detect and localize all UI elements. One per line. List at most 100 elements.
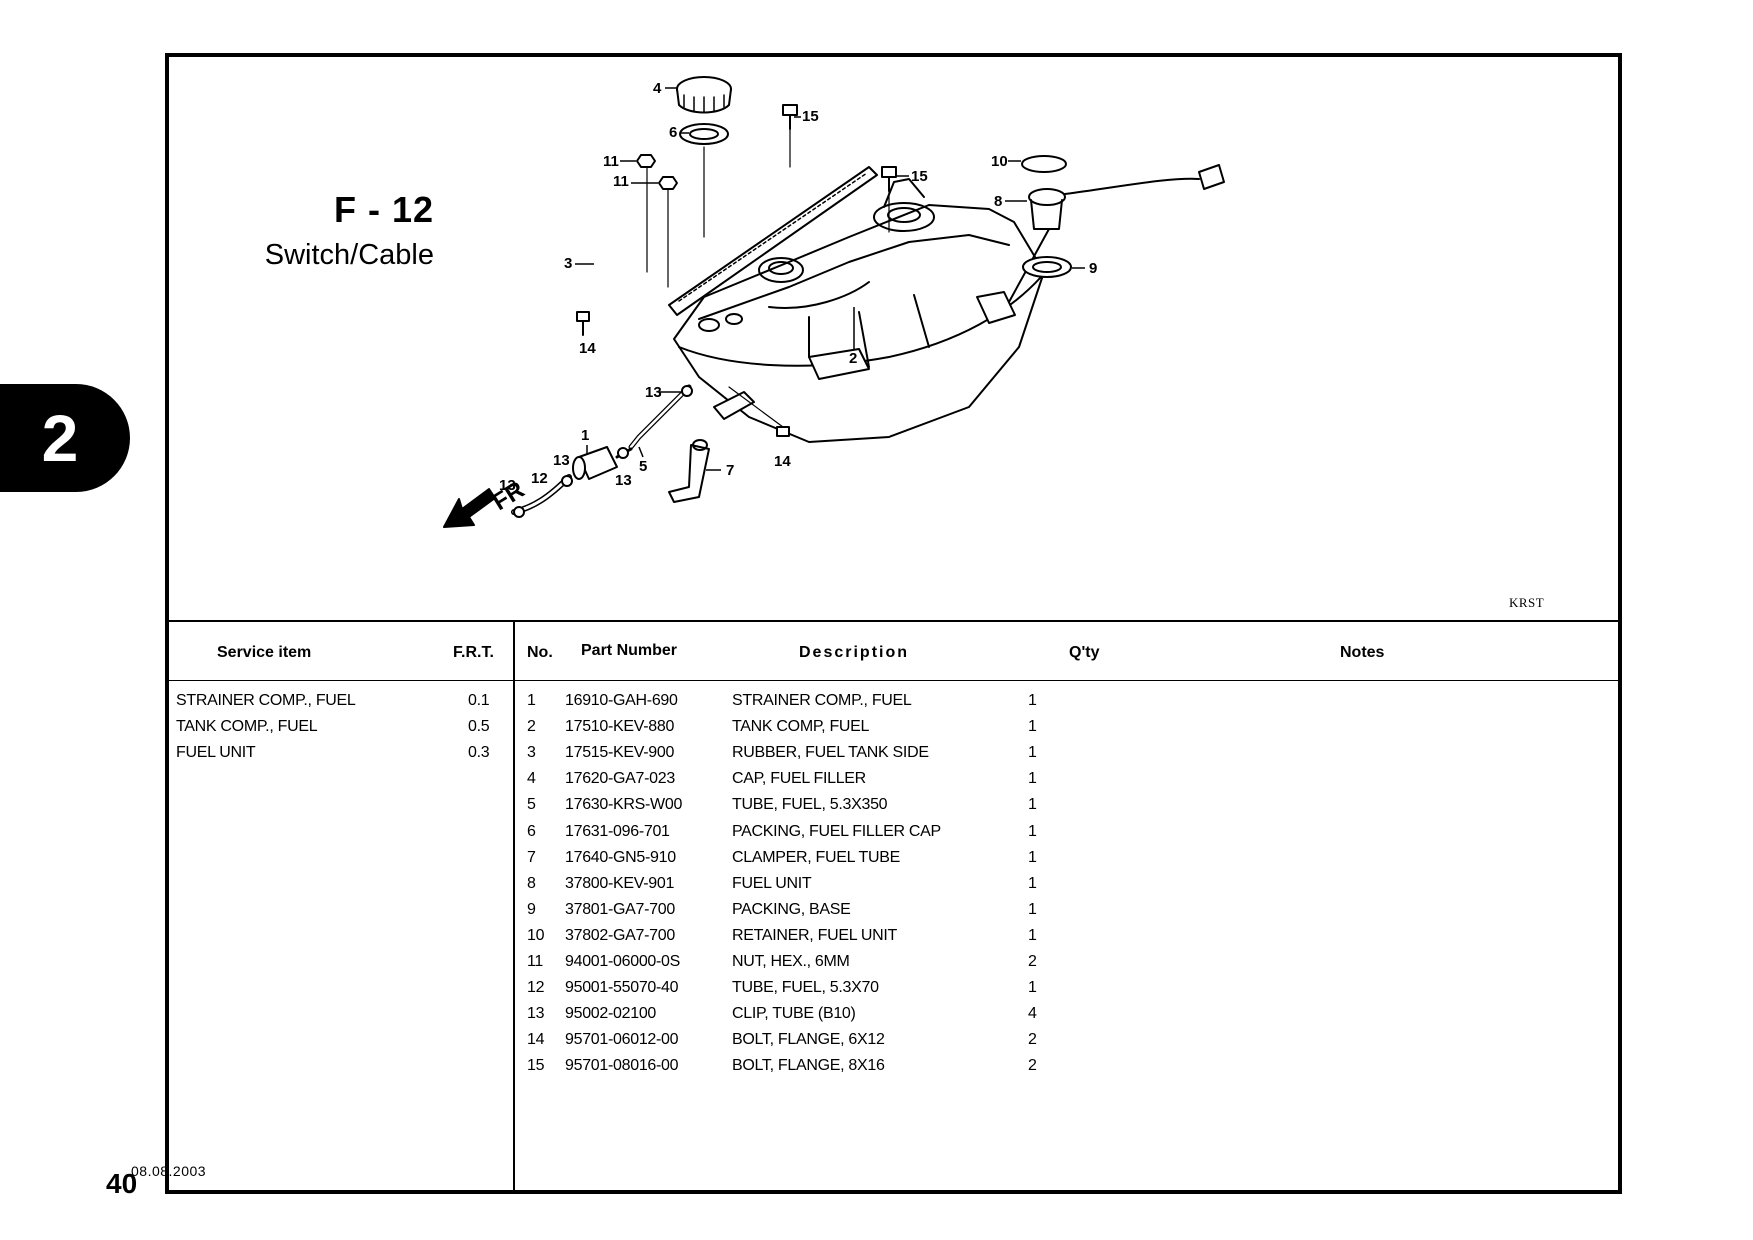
parts-row: 6 17631-096-701 PACKING, FUEL FILLER CAP 1 [515,823,1618,849]
callout-14-left: 14 [579,340,596,357]
qty-cell: 2 [1028,1057,1037,1075]
no-cell: 2 [527,718,536,736]
filler-cap-packing-shape [679,123,729,145]
no-cell: 12 [527,979,545,997]
service-table-header: Service item F.R.T. [169,622,513,681]
no-header: No. [527,644,553,661]
description-cell: FUEL UNIT [732,874,812,892]
callout-4: 4 [653,80,662,97]
frt-cell: 0.5 [468,718,490,735]
fuel-unit-retainer-shape [1021,155,1067,173]
callout-11-lower: 11 [613,173,629,190]
diagram-code: KRST [1509,595,1545,610]
part-number-cell: 17630-KRS-W00 [565,796,683,814]
no-cell: 10 [527,926,545,944]
fuel-unit-shape [1028,188,1066,206]
diagram-area: F - 12 Switch/Cable [169,57,1618,622]
chapter-tab: 2 [0,384,130,492]
frt-cell: 0.1 [468,692,490,709]
callout-13-mid: 13 [553,452,570,469]
callout-7: 7 [726,462,734,479]
no-cell: 14 [527,1031,545,1049]
part-number-cell: 95002-02100 [565,1005,657,1023]
parts-list-table: No. Part Number Description Q'ty Notes 1… [515,622,1618,1190]
page-frame: F - 12 Switch/Cable [165,53,1622,1194]
qty-cell: 1 [1028,770,1037,788]
description-cell: TUBE, FUEL, 5.3X350 [732,796,888,814]
no-cell: 9 [527,900,536,918]
tube-clip-c-shape [617,447,629,459]
description-cell: TUBE, FUEL, 5.3X70 [732,979,879,997]
callout-1: 1 [581,427,589,444]
description-header: Description [799,644,910,661]
parts-table-header: No. Part Number Description Q'ty Notes [515,622,1618,681]
tube-clip-d-shape [681,385,693,397]
fuel-unit-base-packing-shape [1022,256,1072,278]
callout-15-right: 15 [911,168,928,185]
callout-13-left: 13 [499,477,516,494]
tube-clip-a-shape [513,506,525,518]
service-row: STRAINER COMP., FUEL 0.1 [169,692,513,718]
service-item-cell: FUEL UNIT [176,744,256,761]
callout-6: 6 [669,124,677,141]
part-number-cell: 95001-55070-40 [565,979,679,997]
description-cell: RUBBER, FUEL TANK SIDE [732,744,929,762]
chapter-number: 2 [41,401,79,475]
description-cell: BOLT, FLANGE, 8X16 [732,1057,885,1075]
part-number-cell: 16910-GAH-690 [565,692,678,709]
no-cell: 11 [527,953,544,970]
parts-row: 4 17620-GA7-023 CAP, FUEL FILLER 1 [515,770,1618,796]
part-number-cell: 17631-096-701 [565,822,670,840]
service-row: FUEL UNIT 0.3 [169,744,513,770]
flange-bolt-15-right-shape [881,166,897,192]
callout-2: 2 [849,350,857,367]
callout-8: 8 [994,193,1002,210]
part-number-cell: 95701-08016-00 [565,1057,679,1075]
no-cell: 4 [527,770,536,788]
description-cell: RETAINER, FUEL UNIT [732,926,897,944]
part-number-header: Part Number [581,642,678,659]
no-cell: 15 [527,1057,545,1075]
fuel-level-float-shape [976,291,1016,324]
notes-header: Notes [1340,644,1385,661]
hex-nut-upper-shape [636,154,656,168]
no-cell: 13 [527,1005,545,1023]
qty-cell: 2 [1028,1031,1037,1049]
qty-header: Q'ty [1069,644,1100,661]
part-number-cell: 17640-GN5-910 [565,848,676,866]
no-cell: 6 [527,822,536,840]
service-item-table: Service item F.R.T. STRAINER COMP., FUEL… [169,622,515,1190]
no-cell: 3 [527,744,536,762]
description-cell: BOLT, FLANGE, 6X12 [732,1031,885,1049]
qty-cell: 1 [1028,926,1037,944]
callout-5: 5 [639,458,647,475]
fuel-tank-side-rubber-shape [668,166,878,316]
qty-cell: 1 [1028,744,1037,762]
flange-bolt-15-top-shape [782,104,798,130]
qty-cell: 1 [1028,848,1037,866]
description-cell: CAP, FUEL FILLER [732,770,866,788]
part-number-cell: 17515-KEV-900 [565,744,675,762]
no-cell: 5 [527,796,536,814]
callout-15-top: 15 [802,108,819,125]
flange-bolt-14-right-shape [776,426,790,437]
part-number-cell: 37800-KEV-901 [565,874,675,892]
no-cell: 1 [527,692,536,709]
callout-14-right: 14 [774,453,791,470]
part-number-cell: 17620-GA7-023 [565,770,675,788]
description-cell: PACKING, FUEL FILLER CAP [732,822,941,840]
callout-10: 10 [991,153,1008,170]
qty-cell: 1 [1028,822,1037,840]
callout-9: 9 [1089,260,1097,277]
no-cell: 7 [527,848,536,866]
service-item-cell: TANK COMP., FUEL [176,718,318,735]
